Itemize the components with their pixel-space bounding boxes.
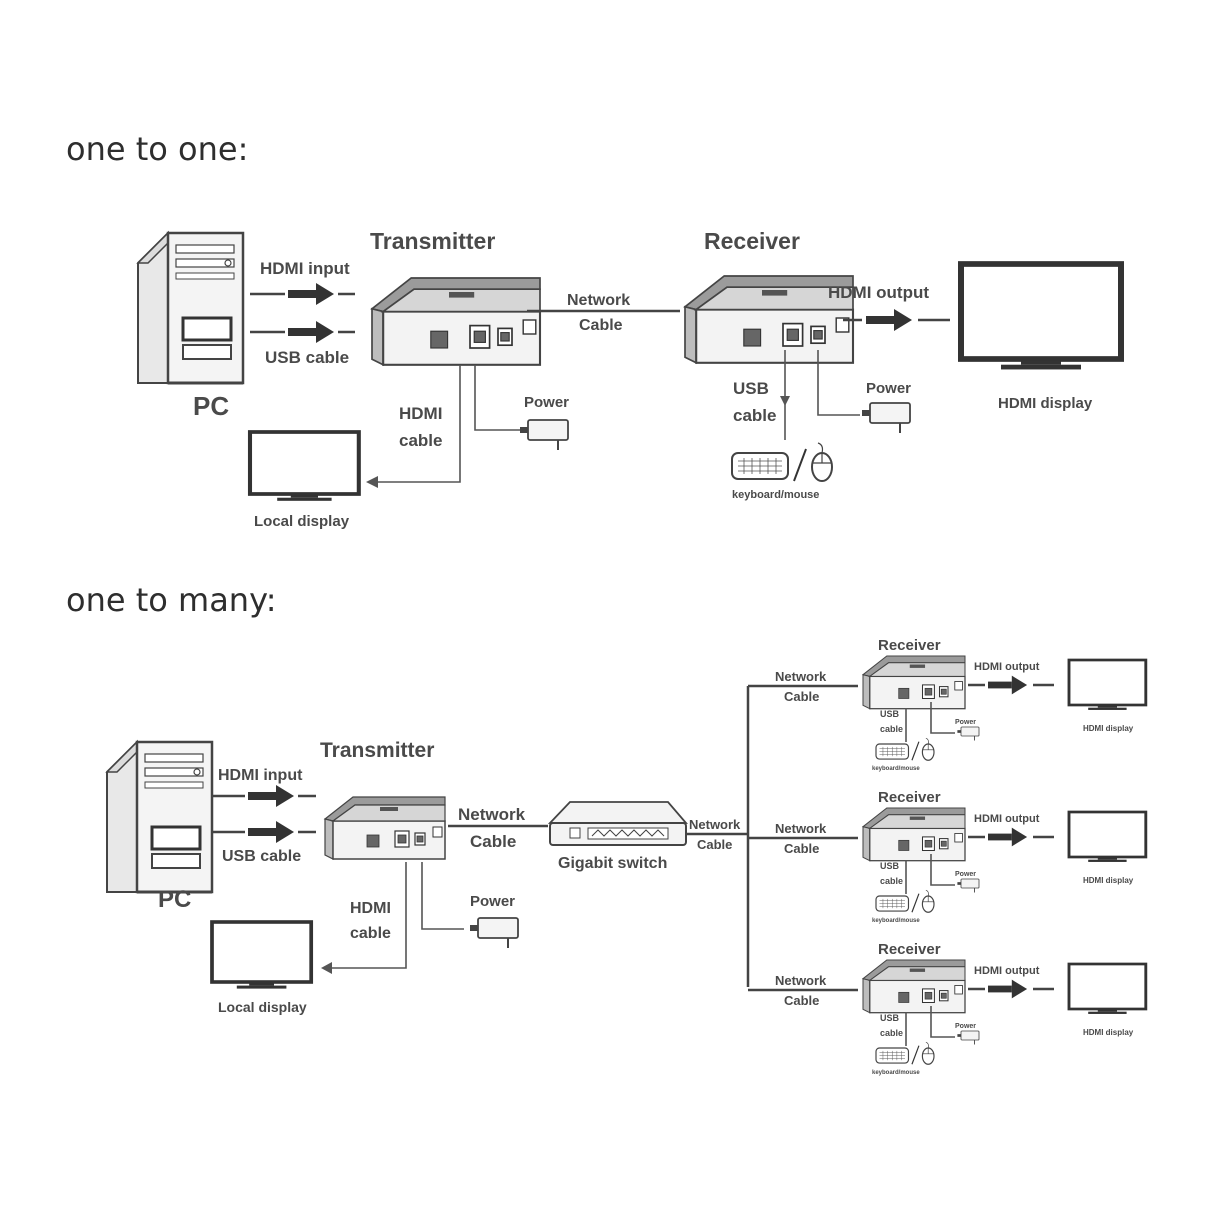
usb-label: USB bbox=[880, 709, 900, 719]
pc-label: PC bbox=[193, 391, 229, 421]
power-adapter-icon bbox=[861, 402, 911, 434]
hdmi-cable-label: cable bbox=[350, 925, 391, 942]
usb-cable-word: cable bbox=[880, 1028, 903, 1038]
local-display-label: Local display bbox=[218, 999, 307, 1015]
hdmi-display-label: HDMI display bbox=[1083, 724, 1134, 733]
power-label: Power bbox=[955, 871, 976, 878]
cable-label: Cable bbox=[697, 837, 732, 852]
usb-cable-label: USB cable bbox=[265, 348, 349, 367]
arrow-right-icon bbox=[248, 785, 294, 807]
section-heading: one to one: bbox=[66, 130, 248, 168]
receiver-device-icon bbox=[862, 655, 966, 710]
power-label: Power bbox=[524, 394, 569, 411]
section-one-to-one: one to one: PC HDMI input USB cable Tran… bbox=[66, 130, 1121, 530]
power-adapter-icon bbox=[956, 878, 980, 893]
network-label: Network bbox=[458, 805, 526, 824]
local-display-icon bbox=[250, 432, 359, 501]
keyboard-mouse-icon bbox=[875, 1041, 935, 1065]
power-adapter-icon bbox=[956, 726, 980, 741]
usb-cable-word: cable bbox=[880, 876, 903, 886]
hdmi-output-label: HDMI output bbox=[828, 283, 929, 302]
hdmi-display-icon bbox=[1067, 658, 1148, 712]
hdmi-input-label: HDMI input bbox=[218, 767, 303, 784]
transmitter-title: Transmitter bbox=[370, 228, 495, 254]
hdmi-cable-label: cable bbox=[399, 431, 442, 450]
power-adapter-icon bbox=[519, 419, 569, 451]
power-label: Power bbox=[955, 719, 976, 726]
arrow-right-icon bbox=[248, 821, 294, 843]
hdmi-display-label: HDMI display bbox=[998, 395, 1093, 412]
usb-cable-word: cable bbox=[880, 724, 903, 734]
hdmi-display-label: HDMI display bbox=[1083, 1028, 1134, 1037]
hdmi-output-label: HDMI output bbox=[974, 965, 1040, 977]
receiver-title: Receiver bbox=[878, 941, 941, 958]
hdmi-output-label: HDMI output bbox=[974, 813, 1040, 825]
usb-label: USB bbox=[880, 861, 900, 871]
hdmi-label: HDMI bbox=[350, 900, 391, 917]
receiver-title: Receiver bbox=[878, 789, 941, 806]
usb-label: USB bbox=[733, 379, 769, 398]
usb-cable-word: cable bbox=[733, 406, 776, 425]
power-label: Power bbox=[866, 380, 911, 397]
hdmi-output-label: HDMI output bbox=[974, 661, 1040, 673]
local-display-icon bbox=[210, 920, 314, 991]
arrow-right-icon bbox=[288, 321, 334, 343]
usb-cable-label: USB cable bbox=[222, 848, 301, 865]
keyboard-mouse-icon bbox=[875, 737, 935, 761]
arrow-right-icon bbox=[988, 979, 1028, 999]
pc-tower-icon bbox=[105, 740, 214, 894]
network-label: Network bbox=[775, 973, 827, 988]
network-label: Network bbox=[567, 292, 630, 309]
cable-label: Cable bbox=[784, 993, 819, 1008]
receiver-title: Receiver bbox=[704, 228, 800, 254]
cable-label: Cable bbox=[784, 689, 819, 704]
local-display-label: Local display bbox=[254, 513, 350, 530]
transmitter-device-icon bbox=[370, 276, 542, 366]
receiver-device-icon bbox=[862, 807, 966, 862]
cable-label: Cable bbox=[470, 832, 516, 851]
cable-label: Cable bbox=[579, 317, 623, 334]
power-adapter-icon bbox=[956, 1030, 980, 1045]
arrow-right-icon bbox=[288, 283, 334, 305]
hdmi-display-label: HDMI display bbox=[1083, 876, 1134, 885]
arrow-right-icon bbox=[866, 309, 912, 331]
gigabit-switch-label: Gigabit switch bbox=[558, 855, 667, 872]
section-heading: one to many: bbox=[66, 581, 276, 619]
usb-label: USB bbox=[880, 1013, 900, 1023]
keyboard-mouse-label: keyboard/mouse bbox=[872, 1070, 920, 1076]
keyboard-mouse-label: keyboard/mouse bbox=[872, 766, 920, 772]
keyboard-mouse-icon bbox=[731, 442, 833, 482]
hdmi-input-label: HDMI input bbox=[260, 259, 350, 278]
keyboard-mouse-icon bbox=[875, 889, 935, 913]
network-label: Network bbox=[775, 821, 827, 836]
hdmi-display-icon bbox=[1067, 962, 1148, 1016]
cable-label: Cable bbox=[784, 841, 819, 856]
hdmi-label: HDMI bbox=[399, 404, 442, 423]
transmitter-device-icon bbox=[324, 796, 446, 860]
keyboard-mouse-label: keyboard/mouse bbox=[732, 489, 819, 501]
power-label: Power bbox=[470, 893, 515, 910]
hdmi-display-icon bbox=[961, 264, 1121, 369]
network-label: Network bbox=[689, 817, 741, 832]
receiver-device-icon bbox=[862, 959, 966, 1014]
section-one-to-many: one to many: PC HDMI input USB cable Tra… bbox=[66, 581, 1148, 1076]
pc-label: PC bbox=[158, 886, 191, 913]
receiver-title: Receiver bbox=[878, 637, 941, 654]
gigabit-switch-icon bbox=[547, 801, 688, 846]
power-adapter-icon bbox=[469, 917, 519, 949]
transmitter-title: Transmitter bbox=[320, 739, 434, 762]
pc-tower-icon bbox=[136, 231, 245, 385]
arrow-right-icon bbox=[988, 675, 1028, 695]
network-label: Network bbox=[775, 669, 827, 684]
power-label: Power bbox=[955, 1023, 976, 1030]
hdmi-display-icon bbox=[1067, 810, 1148, 864]
keyboard-mouse-label: keyboard/mouse bbox=[872, 918, 920, 924]
arrow-right-icon bbox=[988, 827, 1028, 847]
